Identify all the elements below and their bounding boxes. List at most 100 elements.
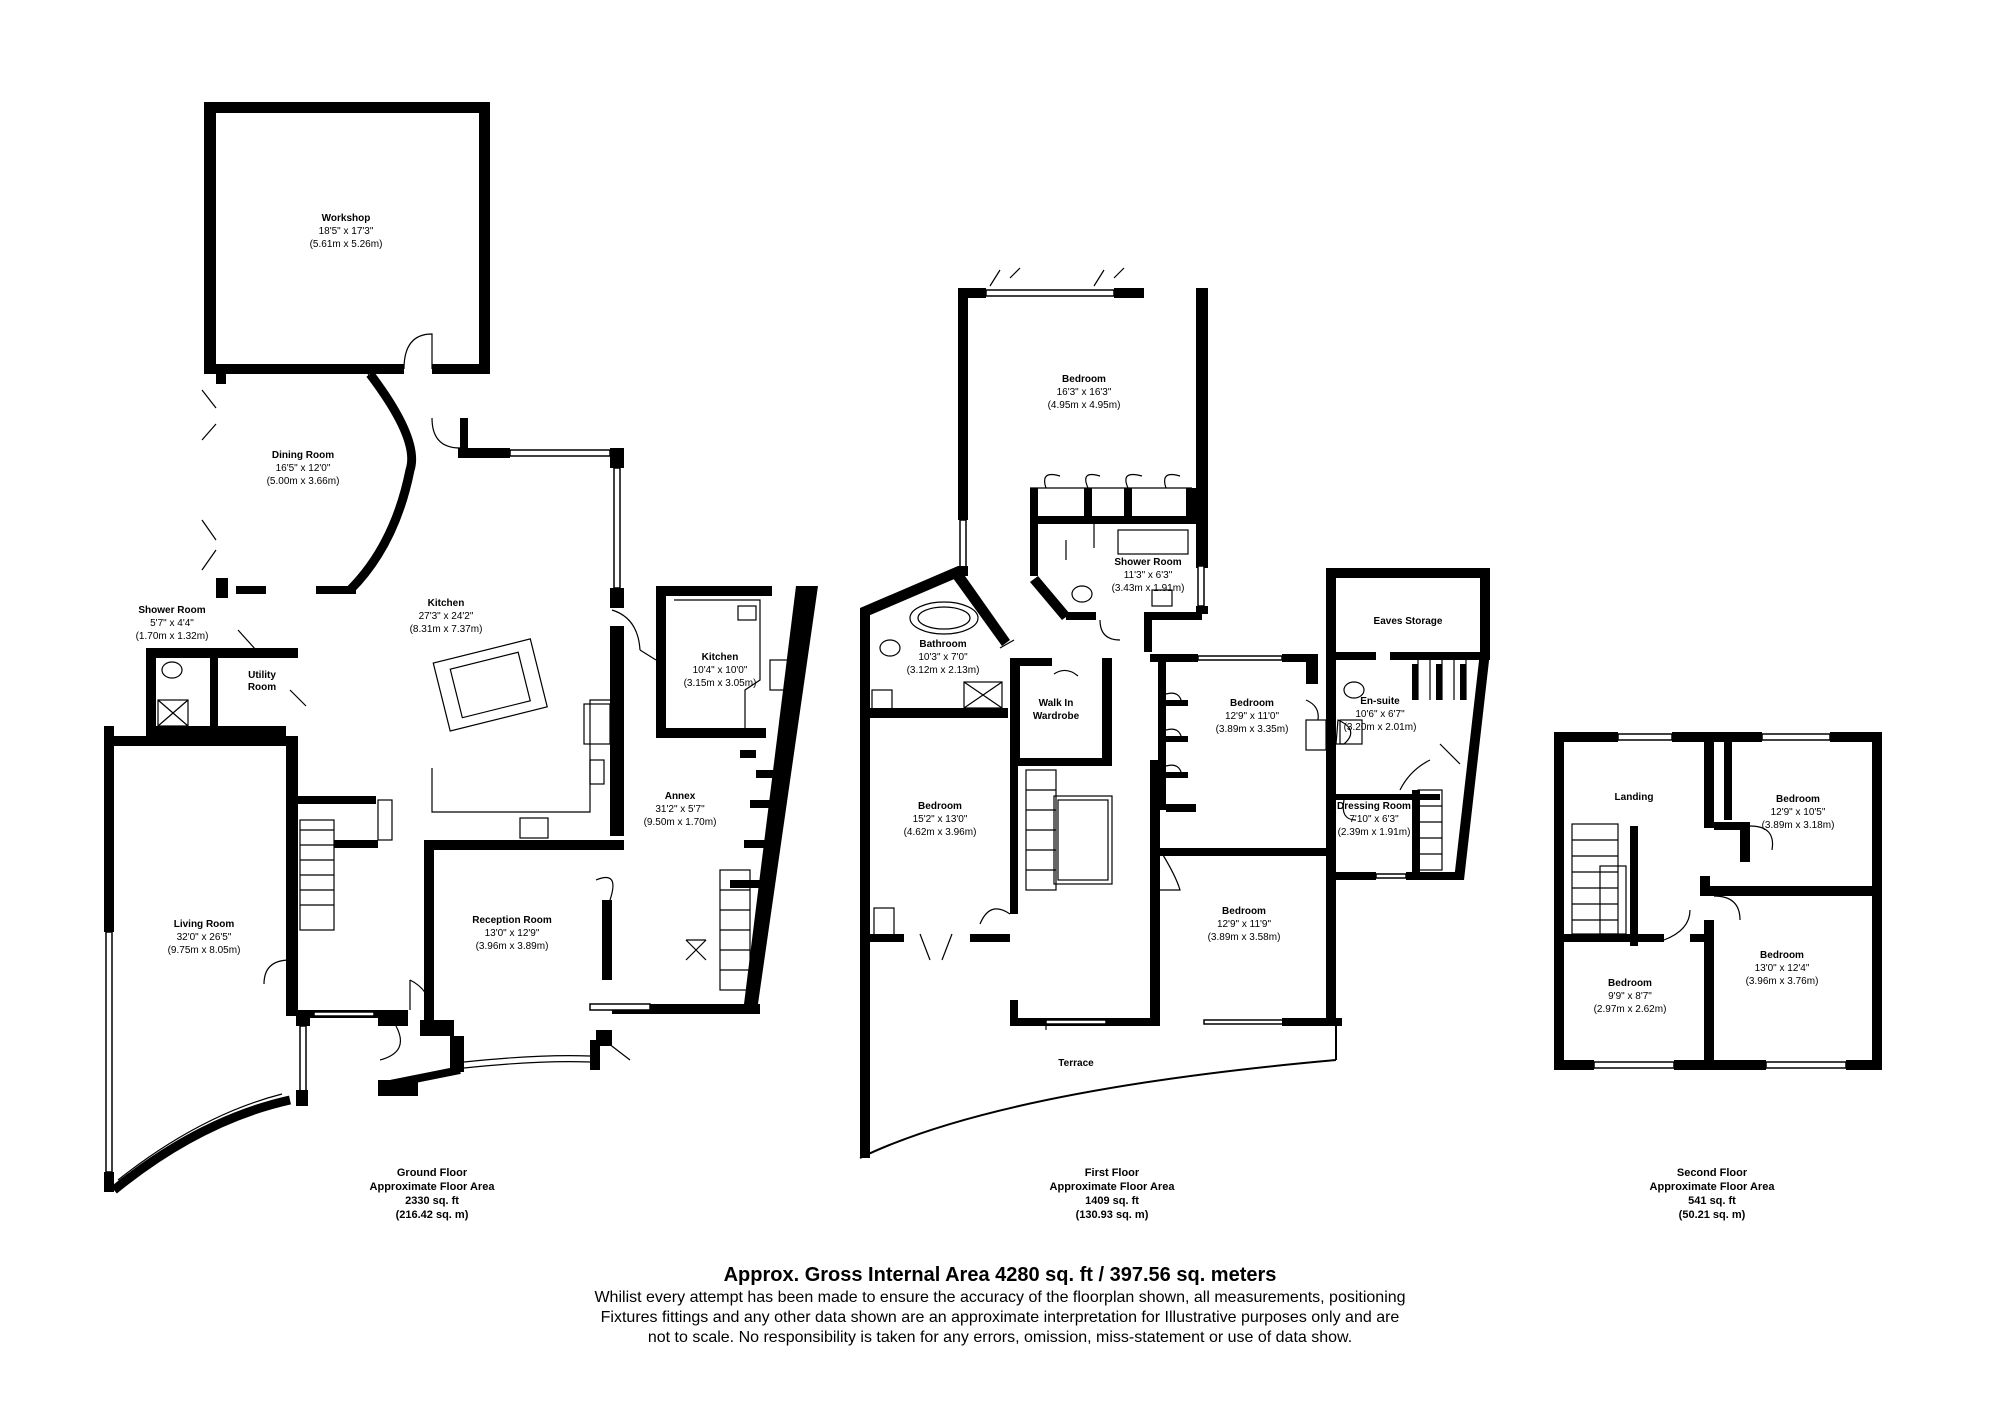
room-dim-metric-second-bedroom-top: (3.89m x 3.18m) — [1762, 820, 1835, 831]
room-name-workshop: Workshop — [322, 213, 371, 224]
dining-room-walls — [201, 371, 417, 598]
workshop-walls — [204, 102, 490, 374]
room-dim-imperial-annex: 31'2" x 5'7" — [655, 804, 705, 815]
shower-utility-walls — [146, 629, 307, 736]
room-dim-metric-workshop: (5.61m x 5.26m) — [310, 239, 383, 250]
room-name-living-room: Living Room — [174, 919, 235, 930]
living-room-walls — [104, 726, 310, 1194]
first-shower-room-walls — [1030, 516, 1202, 652]
room-dim-imperial-dressing-room: 7'10" x 6'3" — [1349, 814, 1399, 825]
first-floor-area-label: Approximate Floor Area — [1050, 1181, 1176, 1193]
eaves-ensuite-walls — [1326, 568, 1490, 880]
room-name-bedroom-top: Bedroom — [1062, 374, 1106, 385]
room-dim-metric-en-suite: (3.20m x 2.01m) — [1344, 722, 1417, 733]
room-dim-metric-kitchen: (8.31m x 7.37m) — [410, 624, 483, 635]
room-dim-imperial-living-room: 32'0" x 26'5" — [177, 932, 232, 943]
room-dim-metric-dressing-room: (2.39m x 1.91m) — [1338, 827, 1411, 838]
room-dim-metric-annex: (9.50m x 1.70m) — [644, 817, 717, 828]
room-name-annex: Annex — [665, 791, 696, 802]
room-name-annex-kitchen: Kitchen — [702, 652, 739, 663]
room-name-walk-in-wardrobe-2: Wardrobe — [1033, 711, 1080, 722]
room-dim-imperial-bathroom: 10'3" x 7'0" — [918, 652, 968, 663]
room-name-shower-room: Shower Room — [138, 605, 205, 616]
ground-floor-sqm: (216.42 sq. m) — [396, 1209, 469, 1221]
room-name-bedroom-middle: Bedroom — [1230, 698, 1274, 709]
walk-in-wardrobe-walls — [1010, 658, 1112, 766]
kitchen-walls — [431, 417, 624, 839]
plan-footer: Approx. Gross Internal Area 4280 sq. ft … — [0, 1262, 2000, 1348]
room-labels: Workshop 18'5" x 17'3" (5.61m x 5.26m) D… — [136, 213, 1835, 1069]
reception-room-walls — [379, 840, 631, 1090]
ground-floor-name: Ground Floor — [397, 1167, 468, 1179]
room-dim-metric-reception-room: (3.96m x 3.89m) — [476, 941, 549, 952]
annex-walls — [589, 586, 818, 1014]
room-dim-metric-bathroom: (3.12m x 2.13m) — [907, 665, 980, 676]
room-name-walk-in-wardrobe-1: Walk In — [1039, 698, 1074, 709]
disclaimer-line-2: Fixtures fittings and any other data sho… — [600, 1309, 1400, 1326]
room-dim-imperial-bedroom-lower-right: 12'9" x 11'9" — [1217, 919, 1272, 930]
room-dim-imperial-shower-room: 5'7" x 4'4" — [150, 618, 194, 629]
room-dim-imperial-second-bedroom-right: 13'0" x 12'4" — [1755, 963, 1810, 974]
first-bedroom-top-walls — [958, 267, 1208, 614]
room-dim-imperial-first-shower-room: 11'3" x 6'3" — [1124, 570, 1173, 581]
room-name-kitchen: Kitchen — [428, 598, 465, 609]
second-floor-plan — [1554, 732, 1882, 1070]
room-dim-imperial-dining-room: 16'5" x 12'0" — [276, 463, 331, 474]
second-floor-sqft: 541 sq. ft — [1688, 1195, 1736, 1207]
room-dim-imperial-second-bedroom-left: 9'9" x 8'7" — [1608, 991, 1652, 1002]
first-bedroom-right-walls — [1150, 654, 1334, 856]
room-name-dressing-room: Dressing Room — [1337, 801, 1411, 812]
room-name-second-bedroom-top: Bedroom — [1776, 794, 1820, 805]
room-name-reception-room: Reception Room — [472, 915, 552, 926]
room-dim-metric-bedroom-top: (4.95m x 4.95m) — [1048, 400, 1121, 411]
room-dim-metric-dining-room: (5.00m x 3.66m) — [267, 476, 340, 487]
room-dim-metric-first-shower-room: (3.43m x 1.91m) — [1112, 583, 1185, 594]
first-bedroom-lower-right-walls — [1150, 848, 1336, 1026]
room-dim-metric-shower-room: (1.70m x 1.32m) — [136, 631, 209, 642]
first-floor-sqft: 1409 sq. ft — [1085, 1195, 1139, 1207]
disclaimer-line-1: Whilist every attempt has been made to e… — [594, 1289, 1406, 1306]
ground-floor-area-label: Approximate Floor Area — [370, 1181, 496, 1193]
first-bathroom-walls — [860, 566, 1015, 718]
room-name-utility-room-1: Utility — [248, 670, 276, 681]
floor-area-summaries: Ground Floor Approximate Floor Area 2330… — [370, 1167, 1776, 1221]
gross-internal-area: Approx. Gross Internal Area 4280 sq. ft … — [723, 1264, 1277, 1286]
room-name-landing: Landing — [1615, 792, 1654, 803]
room-name-en-suite: En-suite — [1360, 696, 1400, 707]
room-dim-metric-second-bedroom-right: (3.96m x 3.76m) — [1746, 976, 1819, 987]
room-name-terrace: Terrace — [1058, 1058, 1094, 1069]
room-dim-metric-bedroom-lower-right: (3.89m x 3.58m) — [1208, 932, 1281, 943]
disclaimer-line-3: not to scale. No responsibility is taken… — [647, 1329, 1353, 1346]
hall-walls — [296, 796, 431, 1096]
second-floor-area-label: Approximate Floor Area — [1650, 1181, 1776, 1193]
room-name-bedroom-left: Bedroom — [918, 801, 962, 812]
room-dim-imperial-reception-room: 13'0" x 12'9" — [485, 928, 540, 939]
room-name-bedroom-lower-right: Bedroom — [1222, 906, 1266, 917]
room-dim-imperial-kitchen: 27'3" x 24'2" — [419, 611, 474, 622]
room-name-second-bedroom-left: Bedroom — [1608, 978, 1652, 989]
room-dim-imperial-annex-kitchen: 10'4" x 10'0" — [693, 665, 748, 676]
room-dim-imperial-bedroom-left: 15'2" x 13'0" — [913, 814, 968, 825]
room-dim-imperial-second-bedroom-top: 12'9" x 10'5" — [1771, 807, 1826, 818]
second-floor-sqm: (50.21 sq. m) — [1679, 1209, 1746, 1221]
room-dim-metric-second-bedroom-left: (2.97m x 2.62m) — [1594, 1004, 1667, 1015]
room-dim-imperial-en-suite: 10'6" x 6'7" — [1355, 709, 1405, 720]
room-name-utility-room-2: Room — [248, 682, 276, 693]
first-floor-name: First Floor — [1085, 1167, 1140, 1179]
room-name-eaves-storage: Eaves Storage — [1374, 616, 1443, 627]
room-name-first-shower-room: Shower Room — [1114, 557, 1181, 568]
room-dim-metric-living-room: (9.75m x 8.05m) — [168, 945, 241, 956]
first-floor-sqm: (130.93 sq. m) — [1076, 1209, 1149, 1221]
room-name-bathroom: Bathroom — [919, 639, 966, 650]
room-dim-imperial-bedroom-middle: 12'9" x 11'0" — [1225, 711, 1280, 722]
first-floor-plan — [859, 267, 1490, 1159]
room-dim-imperial-workshop: 18'5" x 17'3" — [319, 226, 374, 237]
ground-floor-sqft: 2330 sq. ft — [405, 1195, 459, 1207]
room-name-dining-room: Dining Room — [272, 450, 334, 461]
room-dim-metric-bedroom-middle: (3.89m x 3.35m) — [1216, 724, 1289, 735]
room-dim-metric-bedroom-left: (4.62m x 3.96m) — [904, 827, 977, 838]
room-dim-imperial-bedroom-top: 16'3" x 16'3" — [1057, 387, 1112, 398]
room-name-second-bedroom-right: Bedroom — [1760, 950, 1804, 961]
ground-floor-plan — [104, 102, 818, 1194]
